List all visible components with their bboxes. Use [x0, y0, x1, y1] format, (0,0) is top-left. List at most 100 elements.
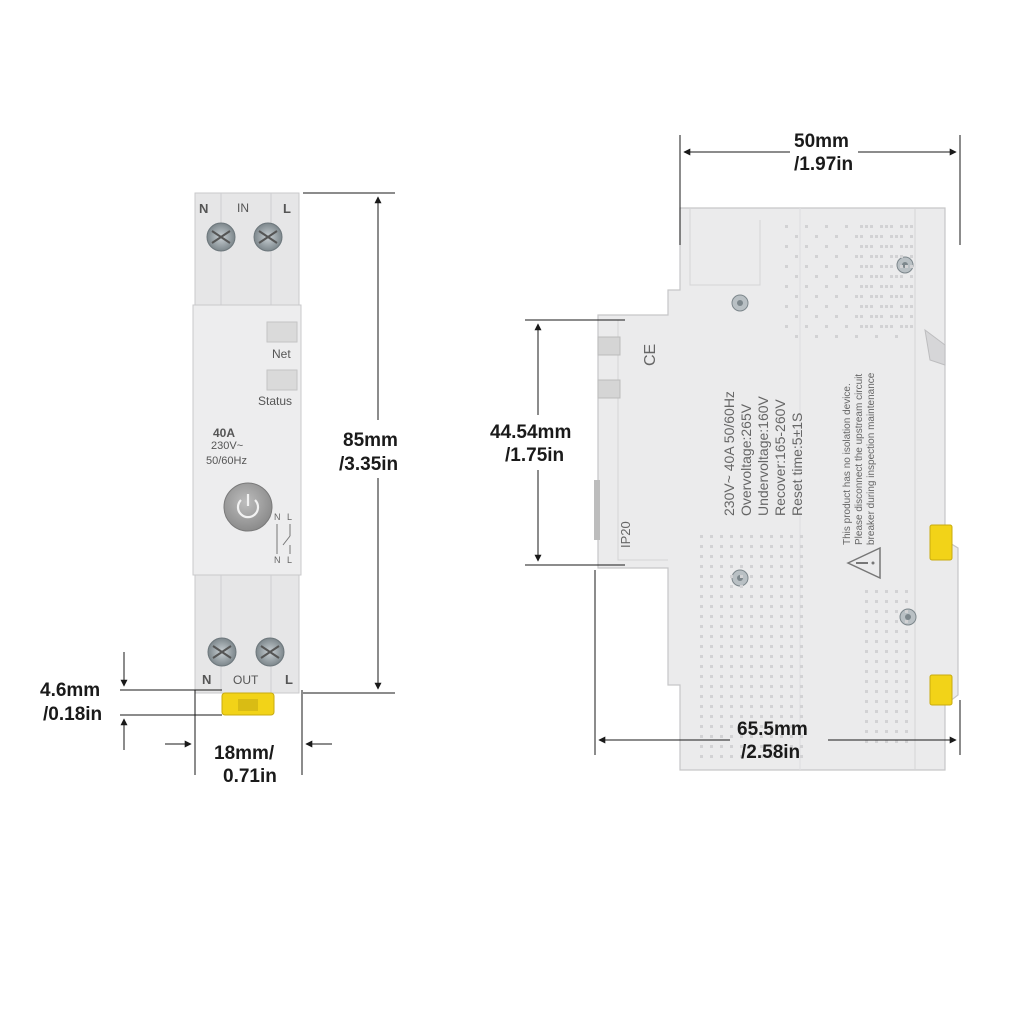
texture-dot: [855, 295, 858, 298]
texture-dot: [790, 635, 793, 638]
texture-dot: [900, 245, 903, 248]
texture-dot: [780, 685, 783, 688]
texture-dot: [700, 555, 703, 558]
texture-dot: [730, 545, 733, 548]
texture-dot: [760, 725, 763, 728]
texture-dot: [800, 745, 803, 748]
texture-dot: [875, 660, 878, 663]
texture-dot: [865, 600, 868, 603]
texture-dot: [880, 315, 883, 318]
texture-dot: [905, 590, 908, 593]
texture-dot: [865, 590, 868, 593]
texture-dot: [760, 595, 763, 598]
texture-dot: [895, 335, 898, 338]
texture-dot: [710, 725, 713, 728]
texture-dot: [770, 695, 773, 698]
texture-dot: [710, 665, 713, 668]
texture-dot: [885, 660, 888, 663]
warning-block: This product has no isolation device. Pl…: [842, 372, 877, 545]
texture-dot: [805, 245, 808, 248]
side-view: CE IP20 230V~ 40A 50/60Hz Overvoltage:26…: [594, 207, 959, 771]
texture-dot: [710, 585, 713, 588]
texture-dot: [795, 295, 798, 298]
spec-line: Overvoltage:265V: [738, 403, 754, 516]
texture-dot: [875, 710, 878, 713]
texture-dot: [800, 565, 803, 568]
texture-dot: [845, 325, 848, 328]
texture-dot: [865, 670, 868, 673]
texture-dot: [870, 295, 873, 298]
texture-dot: [870, 245, 873, 248]
texture-dot: [700, 605, 703, 608]
texture-dot: [700, 595, 703, 598]
texture-dot: [770, 545, 773, 548]
texture-dot: [720, 635, 723, 638]
texture-dot: [890, 255, 893, 258]
texture-dot: [700, 735, 703, 738]
texture-dot: [720, 545, 723, 548]
texture-dot: [790, 685, 793, 688]
texture-dot: [910, 235, 913, 238]
texture-dot: [780, 585, 783, 588]
texture-dot: [885, 740, 888, 743]
texture-dot: [770, 675, 773, 678]
texture-dot: [790, 755, 793, 758]
rating-label: 40A: [213, 426, 235, 440]
texture-dot: [720, 705, 723, 708]
power-button[interactable]: [223, 482, 273, 532]
texture-dot: [875, 740, 878, 743]
texture-dot: [885, 700, 888, 703]
texture-dot: [860, 295, 863, 298]
texture-dot: [890, 225, 893, 228]
texture-dot: [730, 705, 733, 708]
texture-dot: [760, 715, 763, 718]
texture-dot: [795, 335, 798, 338]
texture-dot: [900, 315, 903, 318]
texture-dot: [720, 685, 723, 688]
texture-dot: [895, 710, 898, 713]
top-terminal-block: [194, 192, 300, 306]
texture-dot: [875, 255, 878, 258]
texture-dot: [800, 735, 803, 738]
texture-dot: [875, 720, 878, 723]
texture-dot: [710, 675, 713, 678]
texture-dot: [800, 545, 803, 548]
texture-dot: [885, 640, 888, 643]
texture-dot: [845, 225, 848, 228]
texture-dot: [760, 675, 763, 678]
texture-dot: [710, 755, 713, 758]
texture-dot: [885, 620, 888, 623]
texture-dot: [905, 670, 908, 673]
texture-dot: [870, 325, 873, 328]
texture-dot: [700, 665, 703, 668]
texture-dot: [825, 245, 828, 248]
texture-dot: [805, 325, 808, 328]
texture-dot: [740, 555, 743, 558]
frequency-label: 50/60Hz: [206, 455, 247, 467]
texture-dot: [900, 265, 903, 268]
texture-dot: [860, 325, 863, 328]
texture-dot: [750, 605, 753, 608]
warning-line: This product has no isolation device.: [842, 383, 853, 545]
texture-dot: [865, 730, 868, 733]
texture-dot: [750, 665, 753, 668]
texture-dot: [750, 685, 753, 688]
texture-dot: [785, 305, 788, 308]
warning-line: breaker during inspection maintenance: [866, 372, 877, 545]
texture-dot: [760, 625, 763, 628]
texture-dot: [780, 565, 783, 568]
texture-dot: [700, 615, 703, 618]
texture-dot: [740, 615, 743, 618]
texture-dot: [720, 745, 723, 748]
texture-dot: [795, 275, 798, 278]
texture-dot: [865, 650, 868, 653]
front-face-mm-label: 44.54mm: [490, 422, 571, 443]
texture-dot: [790, 625, 793, 628]
texture-dot: [865, 245, 868, 248]
texture-dot: [880, 235, 883, 238]
bottom-terminal-block: [194, 574, 300, 694]
spec-line: Recover:165-260V: [772, 399, 788, 516]
texture-dot: [880, 285, 883, 288]
texture-dot: [700, 715, 703, 718]
texture-dot: [760, 565, 763, 568]
